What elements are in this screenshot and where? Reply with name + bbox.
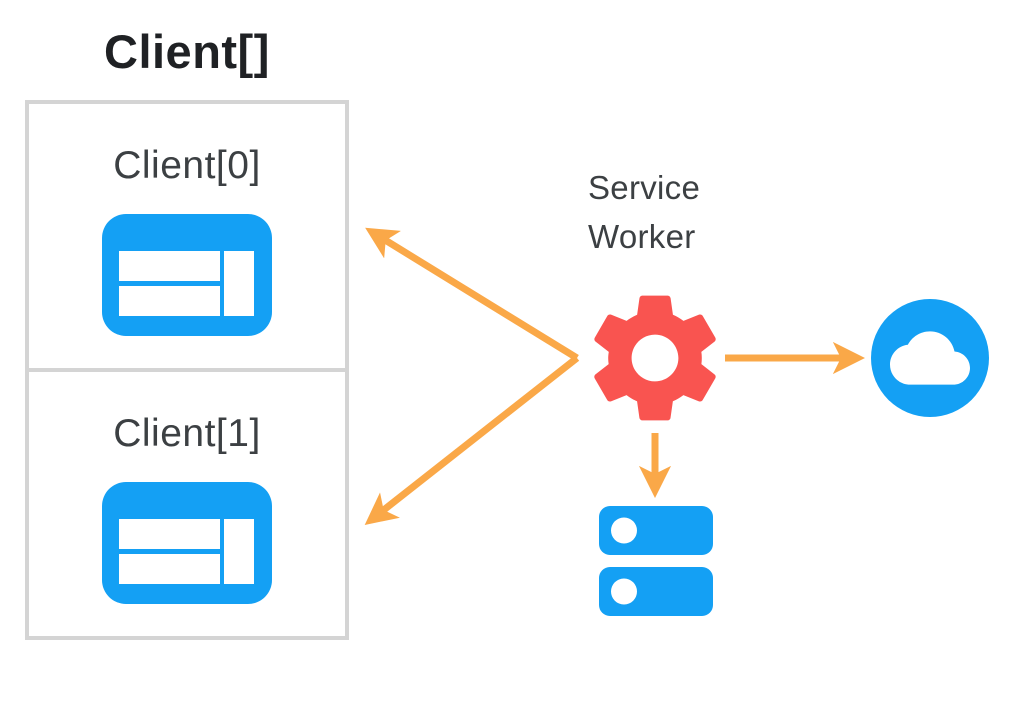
- arrow-sw-to-client-1: [364, 355, 580, 525]
- diagram-title: Client[]: [104, 25, 270, 78]
- client-array-container: Client[0] Client[1]: [25, 100, 349, 640]
- service-worker-label-line2: Worker: [588, 218, 696, 255]
- database-icon: [599, 506, 713, 616]
- client-1-label: Client[1]: [113, 412, 261, 455]
- service-worker-label-line1: Service: [588, 169, 701, 206]
- browser-window-icon: [102, 482, 272, 604]
- browser-window-icon: [102, 214, 272, 336]
- service-worker-label: Service Worker: [588, 163, 700, 261]
- client-box-0: Client[0]: [25, 100, 349, 372]
- cloud-glyph: [890, 331, 970, 385]
- client-0-label: Client[0]: [113, 144, 261, 187]
- arrow-sw-to-client-0: [365, 227, 579, 361]
- client-box-1: Client[1]: [25, 368, 349, 640]
- gear-icon: [594, 295, 716, 421]
- cloud-icon: [871, 299, 989, 417]
